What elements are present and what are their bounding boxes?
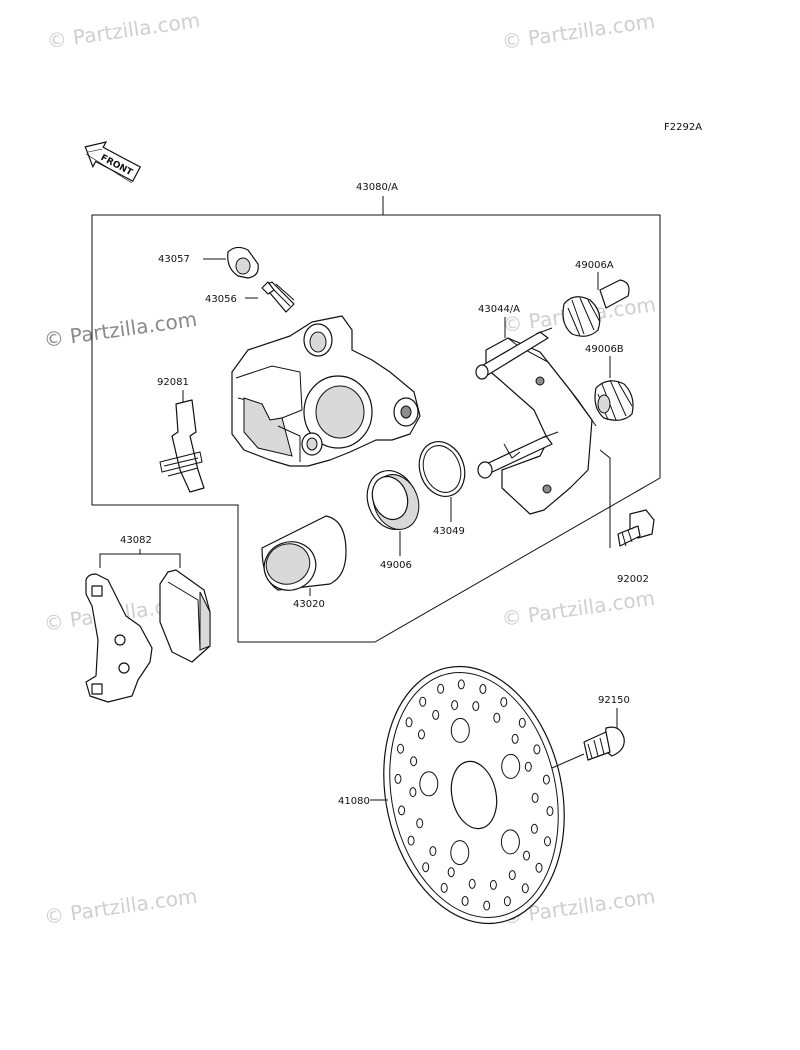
label-43080: 43080/A — [356, 182, 398, 193]
disc-hole — [440, 882, 448, 893]
part-43049-dust-seal: 43049 — [418, 441, 466, 537]
disc-hole — [468, 878, 476, 889]
disc-hole — [409, 787, 417, 798]
disc-hole — [437, 683, 445, 694]
disc-hole — [394, 773, 402, 784]
disc-hole — [418, 729, 425, 740]
part-92081-pad-spring: 92081 — [157, 377, 205, 493]
disc-hole — [447, 867, 455, 878]
watermark: © Partzilla.com — [45, 8, 201, 53]
label-92081: 92081 — [157, 377, 189, 388]
disc-hole — [508, 870, 516, 881]
disc-hole — [457, 679, 465, 690]
disc-hole — [521, 883, 529, 894]
part-43082-brake-pads: 43082 — [85, 535, 211, 703]
disc-hole — [535, 862, 543, 873]
disc-hole — [450, 840, 470, 866]
label-92150: 92150 — [598, 695, 630, 706]
disc-hole — [429, 846, 437, 857]
disc-hole — [546, 806, 554, 817]
label-43049: 43049 — [433, 526, 465, 537]
disc-holes — [394, 679, 554, 911]
disc-hole — [432, 709, 440, 720]
caliper-assembly-frame: 43080/A — [91, 182, 661, 643]
disc-hole — [405, 717, 413, 728]
part-49006A-pin-boot: 49006A — [562, 260, 630, 337]
disc-hole — [493, 712, 501, 723]
disc-hole — [530, 823, 538, 834]
disc-hole — [422, 862, 430, 873]
label-43056: 43056 — [205, 294, 237, 305]
part-43044-caliper-bracket: 43044/A — [475, 304, 597, 515]
disc-hole — [419, 696, 427, 707]
disc-hole — [397, 743, 404, 754]
label-43057: 43057 — [158, 254, 190, 265]
label-43044: 43044/A — [478, 304, 520, 315]
disc-hole — [544, 836, 551, 847]
disc-hole — [511, 733, 519, 744]
label-49006A: 49006A — [575, 260, 614, 271]
label-49006B: 49006B — [585, 344, 624, 355]
disc-hole — [419, 771, 439, 797]
part-41080-brake-disc: 41080 — [338, 665, 565, 925]
label-43082: 43082 — [120, 535, 152, 546]
disc-hole — [451, 700, 459, 711]
disc-hole — [531, 792, 539, 803]
part-caliper-body — [231, 315, 421, 467]
watermark: © Partzilla.com — [42, 307, 198, 352]
disc-hole — [472, 701, 480, 712]
watermark: © Partzilla.com — [43, 884, 199, 929]
part-43056-bleeder-valve: 43056 — [205, 281, 295, 313]
disc-hole — [489, 879, 497, 890]
disc-hole — [500, 697, 508, 708]
label-92002: 92002 — [617, 574, 649, 585]
label-49006: 49006 — [380, 560, 412, 571]
front-arrow-icon: FRONT — [84, 141, 142, 184]
disc-hole — [501, 753, 521, 779]
disc-hole — [479, 684, 487, 694]
part-43057-boot: 43057 — [158, 246, 259, 279]
disc-hole — [533, 744, 541, 755]
disc-hole — [524, 761, 532, 772]
watermark: © Partzilla.com — [500, 9, 656, 54]
disc-hole — [523, 850, 530, 861]
disc-hole — [407, 835, 415, 846]
part-49006-piston-seal: 49006 — [366, 470, 420, 571]
part-92150-disc-bolt: 92150 — [551, 695, 630, 769]
disc-hole — [450, 717, 470, 743]
disc-hole — [398, 805, 406, 816]
watermark: © Partzilla.com — [500, 586, 656, 631]
disc-hole — [410, 756, 418, 767]
part-92002-bolt: 92002 — [599, 449, 655, 585]
disc-hole — [518, 717, 526, 728]
disc-hole — [416, 818, 424, 829]
disc-hole — [483, 900, 491, 911]
disc-hole — [500, 829, 520, 855]
disc-hole — [503, 896, 511, 907]
figure-code: F2292A — [664, 122, 702, 133]
disc-hole — [542, 774, 550, 785]
disc-hole — [461, 896, 469, 906]
part-43020-piston: 43020 — [261, 515, 347, 610]
part-49006B-pin-boot: 49006B — [585, 344, 634, 421]
label-43020: 43020 — [293, 599, 325, 610]
label-41080: 41080 — [338, 796, 370, 807]
